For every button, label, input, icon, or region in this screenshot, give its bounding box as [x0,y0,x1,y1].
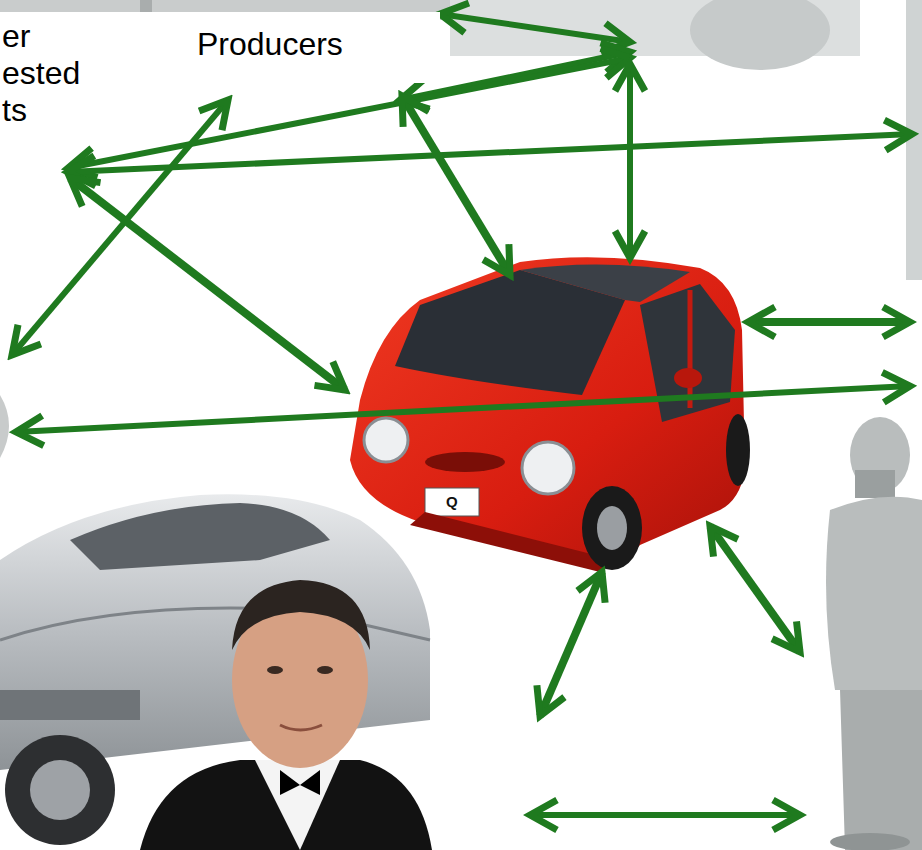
double-arrow [530,812,800,818]
double-arrow [16,386,910,432]
stakeholder-box: er ested ts [0,12,145,135]
double-arrow [402,96,510,275]
faded-photo [690,0,830,70]
relation-arrows [12,14,912,815]
node-label: er ested ts [2,18,80,128]
double-arrow [440,14,630,42]
license-plate-text: Q [446,494,458,509]
double-arrow [710,526,800,652]
faded-photo [0,395,9,458]
double-arrow [540,572,602,716]
faded-man [826,417,922,850]
double-arrow [70,178,345,390]
double-arrow [627,64,633,258]
double-arrow [12,100,228,355]
node-label: Producers [197,26,390,63]
stakeholder-box: Producers [145,12,440,83]
man-in-tuxedo [140,580,432,850]
faded-photo [906,0,922,280]
double-arrow [748,318,910,326]
